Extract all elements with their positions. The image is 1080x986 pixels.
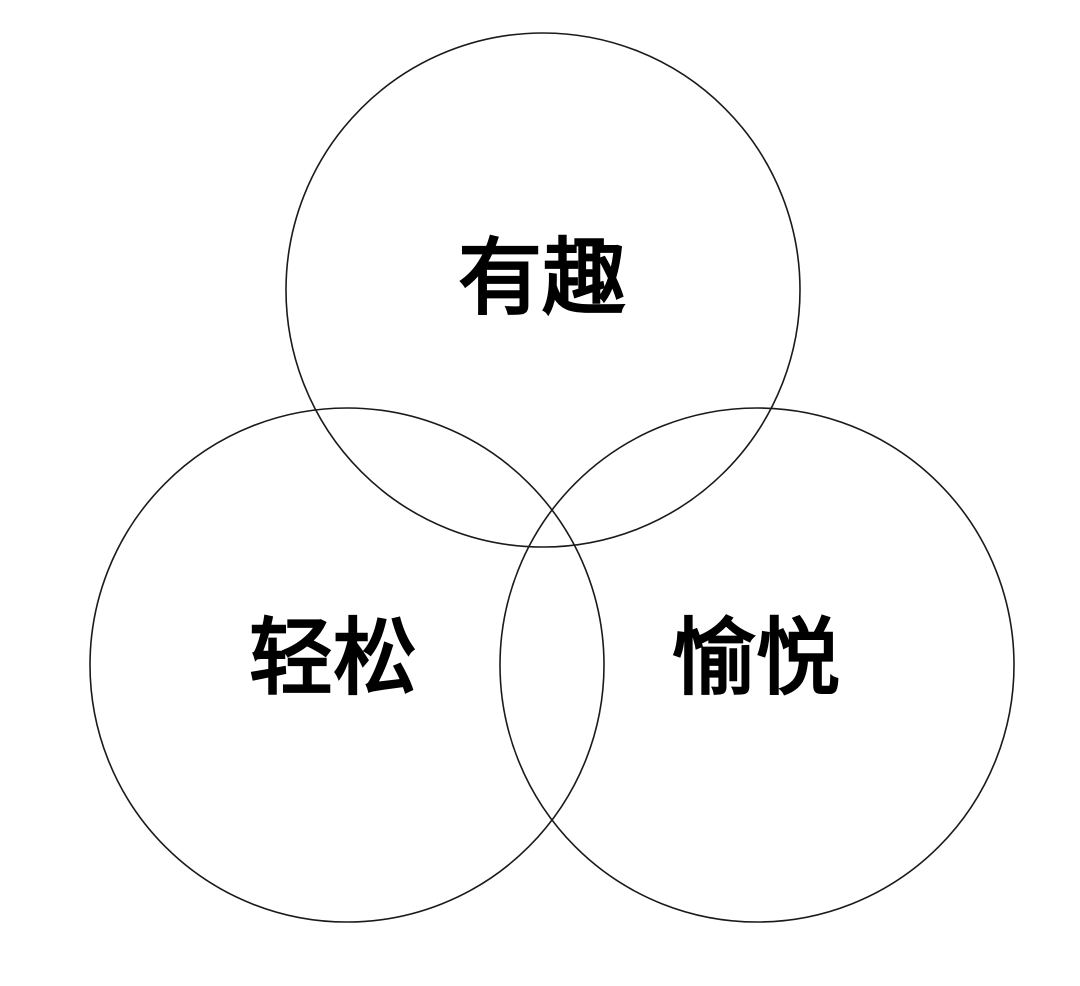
- label-top: 有趣: [458, 229, 626, 327]
- circle-top: [285, 32, 801, 548]
- circle-left: [89, 407, 605, 923]
- label-right: 愉悦: [672, 609, 840, 707]
- circle-right: [499, 407, 1015, 923]
- label-left: 轻松: [249, 609, 417, 707]
